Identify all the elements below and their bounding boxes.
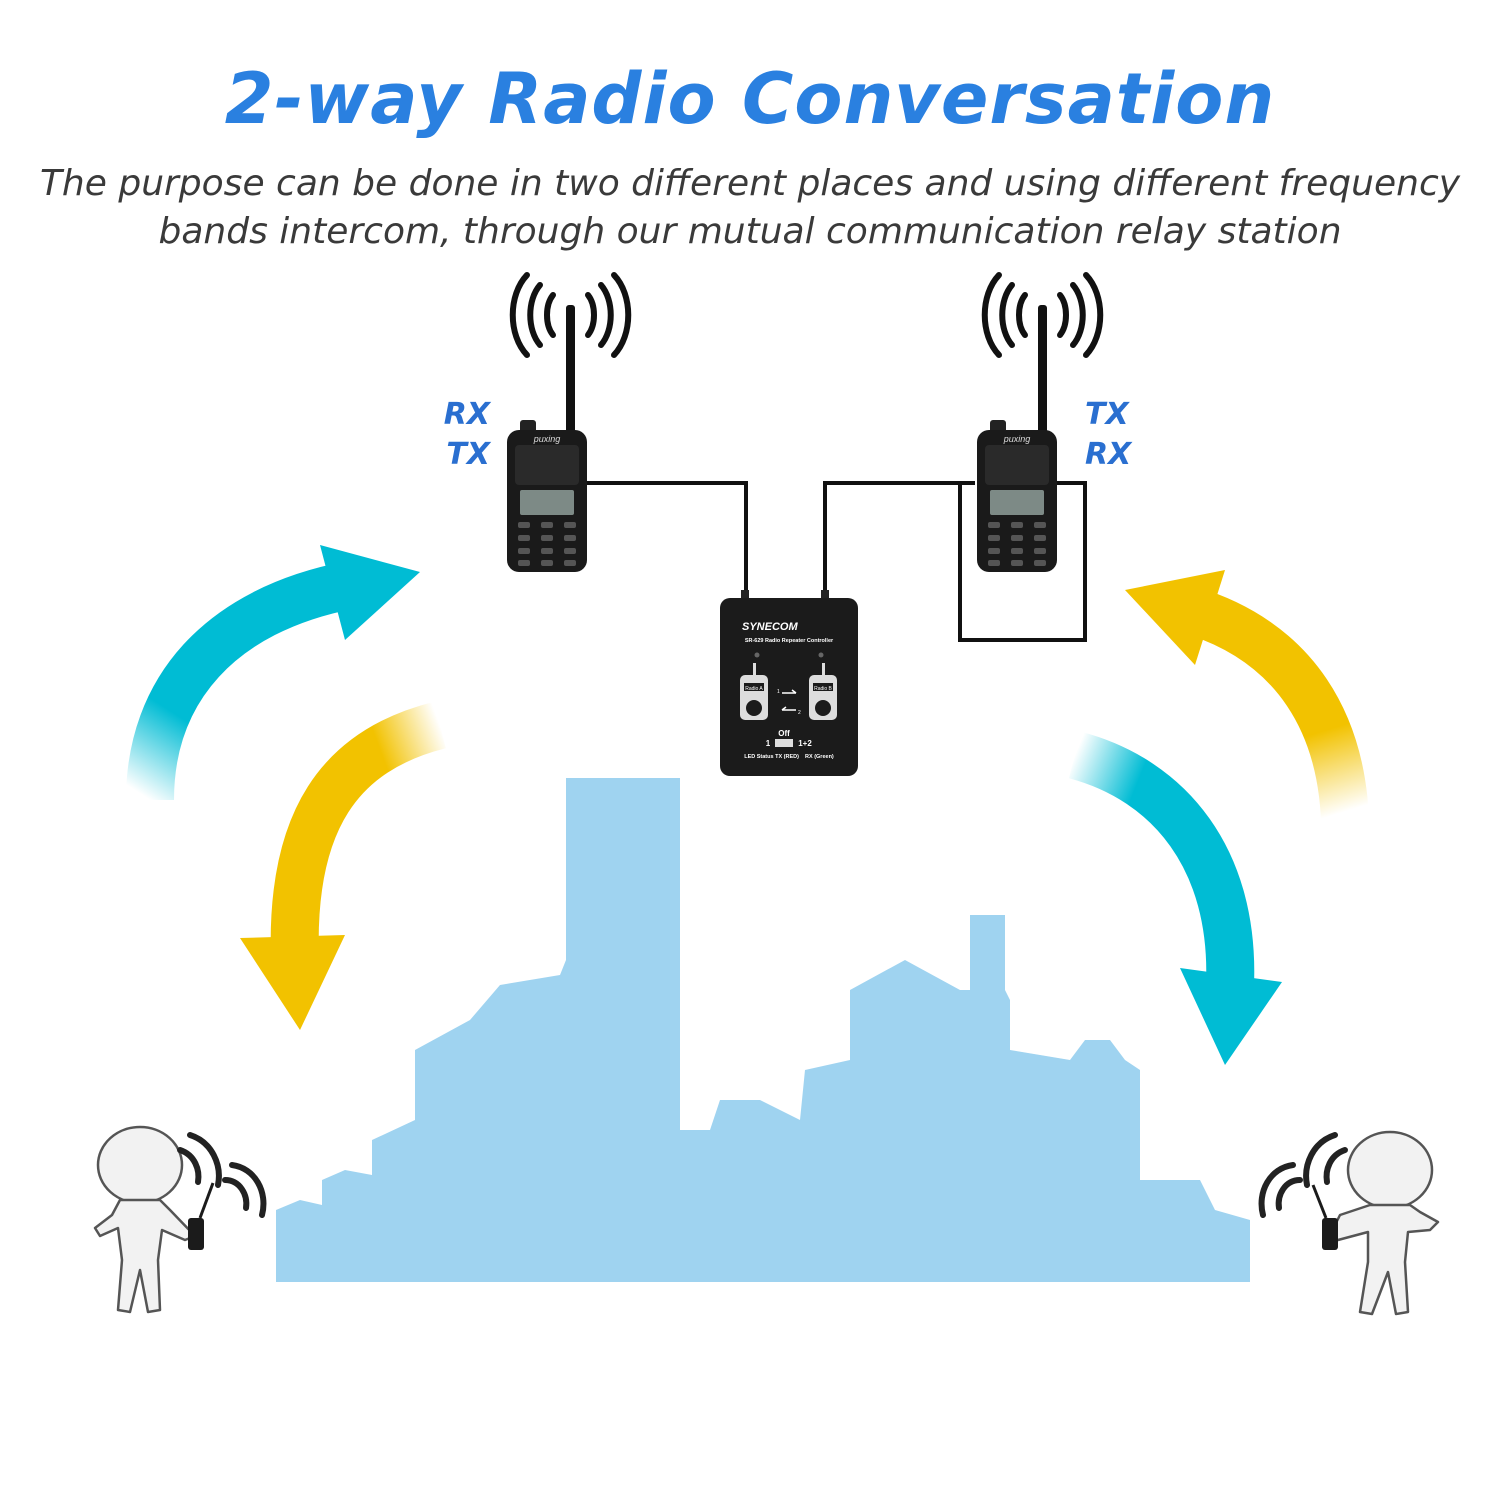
left-radio-label-tx: TX <box>446 437 490 472</box>
right-person <box>1258 1130 1440 1316</box>
left-person-walkie-talkie-icon <box>188 1218 204 1250</box>
right-signal-waves-icon <box>981 272 1104 358</box>
city-skyline <box>276 778 1250 1282</box>
controller-radio-a-label: Radio A <box>745 686 763 692</box>
right-radio-label-rx: RX <box>1085 437 1132 472</box>
left-cyan-arrow <box>126 545 420 801</box>
controller-led-status: LED Status TX (RED) RX (Green) <box>744 754 834 760</box>
controller-ch1: 1 <box>777 689 780 695</box>
right-radio: puxing <box>977 272 1104 572</box>
controller-switch-1plus2: 1+2 <box>798 739 812 748</box>
subtitle-line-2: bands intercom, through our mutual commu… <box>158 211 1342 252</box>
controller-model: SR-629 Radio Repeater Controller <box>745 638 834 644</box>
page-title: 2-way Radio Conversation <box>224 58 1276 140</box>
page-subtitle: The purpose can be done in two different… <box>20 160 1480 256</box>
left-person-sound-waves-icon <box>177 1132 267 1218</box>
controller-ch2: 2 <box>798 710 801 716</box>
right-yellow-arrow <box>1125 570 1370 851</box>
controller-radio-b-icon <box>809 663 837 720</box>
controller-switch-1: 1 <box>766 739 771 748</box>
right-person-sound-waves-icon <box>1258 1132 1348 1218</box>
right-radio-label-tx: TX <box>1085 397 1129 432</box>
left-radio-label-rx: RX <box>443 397 490 432</box>
controller-brand: SYNECOM <box>742 621 798 633</box>
left-radio-brand: puxing <box>533 434 561 444</box>
right-radio-labels: TX RX <box>1085 395 1145 475</box>
controller-switch-off: Off <box>778 729 790 738</box>
left-yellow-arrow <box>240 701 447 1030</box>
left-radio: puxing <box>507 272 632 572</box>
controller-mode-switch <box>775 739 793 747</box>
right-cyan-arrow <box>1068 731 1282 1065</box>
controller-direction-arrows-icon <box>781 689 797 711</box>
left-radio-labels: RX TX <box>440 395 490 475</box>
right-person-walkie-talkie-icon <box>1322 1218 1338 1250</box>
left-person <box>93 1125 267 1314</box>
right-radio-brand: puxing <box>1003 434 1031 444</box>
connection-cables <box>585 481 1087 642</box>
controller-radio-b-label: Radio B <box>814 686 832 692</box>
controller-radio-a-icon <box>740 663 768 720</box>
left-signal-waves-icon <box>509 272 632 358</box>
repeater-controller: SYNECOM SR-629 Radio Repeater Controller… <box>720 590 858 776</box>
subtitle-line-1: The purpose can be done in two different… <box>39 163 1461 204</box>
